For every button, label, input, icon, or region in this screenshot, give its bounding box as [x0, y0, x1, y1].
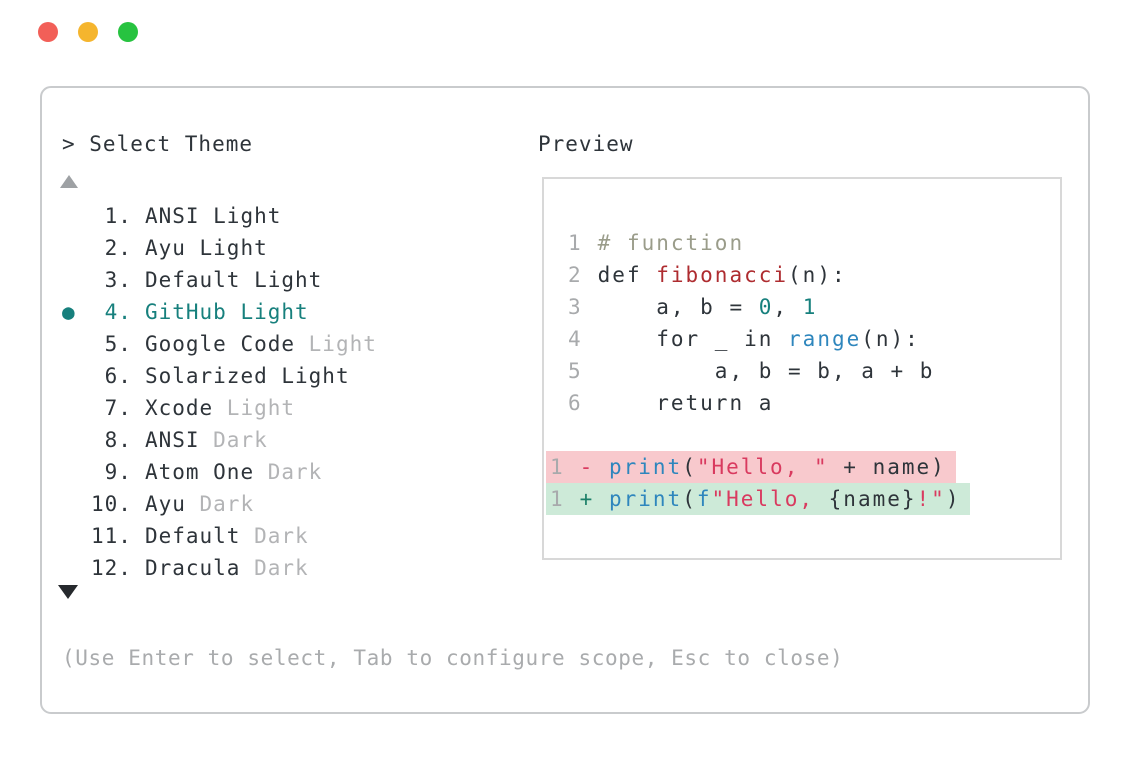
- theme-item[interactable]: ● 4. GitHub Light: [62, 296, 377, 328]
- line-number: 1: [550, 487, 565, 511]
- zoom-button[interactable]: [118, 22, 138, 42]
- theme-name: Default: [144, 524, 241, 548]
- theme-variant: Light: [295, 332, 377, 356]
- scroll-down-icon[interactable]: [58, 585, 78, 599]
- theme-number: 12.: [91, 556, 132, 580]
- window-controls: [38, 22, 138, 42]
- code-line: 3 a, b = 0, 1: [568, 295, 818, 319]
- theme-name: Solarized Light: [144, 364, 350, 388]
- theme-item[interactable]: 1. ANSI Light: [62, 200, 377, 232]
- theme-name: Atom One: [144, 460, 255, 484]
- theme-number: 5.: [91, 332, 132, 356]
- line-number: 6: [568, 391, 583, 415]
- code-line: 4 for _ in range(n):: [568, 327, 920, 351]
- theme-number: 9.: [91, 460, 132, 484]
- select-theme-prompt: > Select Theme: [62, 132, 254, 156]
- theme-variant: Dark: [185, 492, 255, 516]
- line-number: 2: [568, 263, 583, 287]
- theme-item[interactable]: 10. Ayu Dark: [62, 488, 377, 520]
- theme-item[interactable]: 3. Default Light: [62, 264, 377, 296]
- close-button[interactable]: [38, 22, 58, 42]
- code-line: 1# function: [568, 231, 745, 255]
- line-number: 1: [550, 455, 565, 479]
- line-number: 3: [568, 295, 583, 319]
- theme-selector-window: > Select Theme Preview 1. ANSI Light 2. Ay…: [40, 86, 1090, 714]
- theme-item[interactable]: 11. Default Dark: [62, 520, 377, 552]
- theme-number: 7.: [91, 396, 132, 420]
- theme-variant: Dark: [240, 556, 309, 580]
- scroll-up-icon[interactable]: [60, 175, 78, 188]
- theme-name: ANSI: [144, 428, 200, 452]
- theme-variant: Dark: [240, 524, 309, 548]
- preview-label: Preview: [538, 132, 634, 156]
- diff-line: 1- print("Hello, " + name): [544, 451, 1060, 483]
- theme-number: 2.: [91, 236, 132, 260]
- theme-variant: Dark: [254, 460, 323, 484]
- line-number: 1: [568, 231, 583, 255]
- theme-name: Google Code: [144, 332, 296, 356]
- theme-item[interactable]: 2. Ayu Light: [62, 232, 377, 264]
- theme-list: 1. ANSI Light 2. Ayu Light 3. Default Light…: [62, 200, 377, 584]
- theme-number: 4.: [91, 300, 132, 324]
- theme-name: Ayu Light: [144, 236, 268, 260]
- theme-name: ANSI Light: [144, 204, 282, 228]
- theme-number: 6.: [91, 364, 132, 388]
- theme-name: GitHub Light: [144, 300, 309, 324]
- code-line: [544, 419, 1060, 451]
- theme-name: Default Light: [144, 268, 323, 292]
- theme-variant: Light: [213, 396, 296, 420]
- theme-name: Xcode: [144, 396, 214, 420]
- theme-number: 3.: [91, 268, 132, 292]
- theme-item[interactable]: 12. Dracula Dark: [62, 552, 377, 584]
- theme-number: 8.: [91, 428, 132, 452]
- theme-variant: Dark: [199, 428, 268, 452]
- theme-number: 10.: [91, 492, 132, 516]
- minimize-button[interactable]: [78, 22, 98, 42]
- diff-line: 1+ print(f"Hello, {name}!"): [544, 483, 1060, 515]
- code-line: 5 a, b = b, a + b: [568, 359, 935, 383]
- theme-item[interactable]: 5. Google Code Light: [62, 328, 377, 360]
- line-number: 5: [568, 359, 583, 383]
- theme-name: Ayu: [144, 492, 186, 516]
- help-text: (Use Enter to select, Tab to configure s…: [62, 646, 844, 670]
- line-number: 4: [568, 327, 583, 351]
- theme-item[interactable]: 9. Atom One Dark: [62, 456, 377, 488]
- theme-number: 11.: [91, 524, 132, 548]
- theme-number: 1.: [91, 204, 132, 228]
- theme-item[interactable]: 8. ANSI Dark: [62, 424, 377, 456]
- code-line: 6 return a: [568, 391, 774, 415]
- selected-bullet-icon: ●: [62, 300, 76, 324]
- theme-item[interactable]: 7. Xcode Light: [62, 392, 377, 424]
- theme-name: Dracula: [144, 556, 241, 580]
- theme-item[interactable]: 6. Solarized Light: [62, 360, 377, 392]
